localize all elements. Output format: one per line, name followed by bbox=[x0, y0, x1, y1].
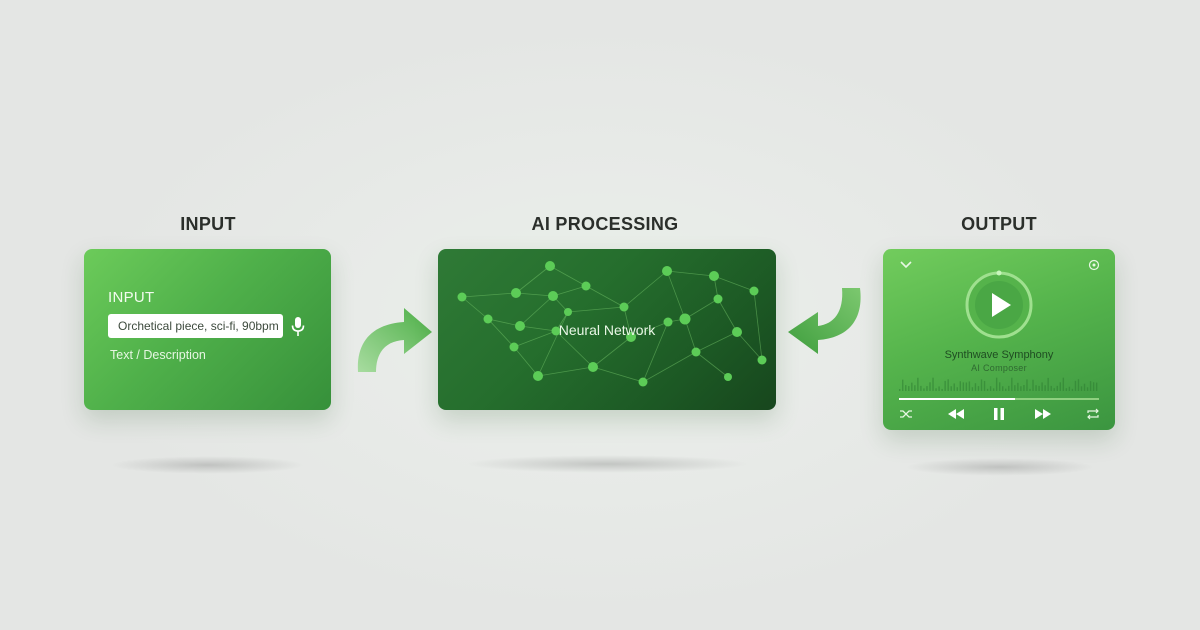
flow-arrow-left-icon bbox=[788, 288, 861, 354]
waveform-bar bbox=[926, 386, 928, 391]
processing-card-shadow bbox=[465, 455, 750, 473]
waveform-bar bbox=[983, 380, 986, 391]
waveform-bar bbox=[1053, 388, 1055, 391]
waveform-bar bbox=[905, 385, 907, 391]
prompt-input[interactable]: Orchetical piece, sci-fi, 90bpm bbox=[108, 314, 283, 338]
waveform-bar bbox=[938, 386, 940, 391]
play-icon bbox=[992, 293, 1011, 317]
waveform-bar bbox=[932, 377, 934, 391]
waveform-bar bbox=[1014, 385, 1016, 391]
progress-track[interactable] bbox=[899, 398, 1099, 400]
rewind-icon[interactable] bbox=[947, 408, 965, 420]
output-stage-title: OUTPUT bbox=[961, 214, 1037, 234]
waveform-bar bbox=[1020, 386, 1022, 391]
waveform-bar bbox=[935, 388, 937, 391]
input-stage-title: INPUT bbox=[180, 214, 236, 234]
fast-forward-icon[interactable] bbox=[1034, 408, 1052, 420]
waveform-bar bbox=[1083, 383, 1086, 391]
waveform-bar bbox=[1059, 382, 1061, 391]
track-title: Synthwave Symphony bbox=[944, 349, 1054, 361]
waveform-bar bbox=[1092, 382, 1095, 391]
processing-card: Neural Network bbox=[438, 249, 776, 410]
repeat-icon[interactable] bbox=[1086, 408, 1100, 420]
waveform-bar bbox=[1095, 382, 1098, 391]
waveform-bar bbox=[1065, 388, 1068, 391]
waveform-bar bbox=[1026, 379, 1028, 391]
waveform-bar bbox=[1011, 377, 1013, 391]
waveform-bar bbox=[995, 377, 998, 391]
waveform-bar bbox=[947, 379, 949, 391]
waveform-bar bbox=[1005, 388, 1007, 391]
waveform-bar bbox=[1008, 385, 1010, 391]
waveform-bar bbox=[1023, 385, 1025, 391]
waveform-bar bbox=[1074, 380, 1077, 391]
chevron-down-icon[interactable] bbox=[899, 259, 913, 271]
input-card-shadow bbox=[110, 456, 305, 474]
waveform-bar bbox=[1035, 385, 1037, 391]
waveform-bar bbox=[1002, 386, 1004, 391]
waveform-bar bbox=[953, 383, 955, 391]
play-button[interactable] bbox=[963, 269, 1035, 341]
input-card-heading: INPUT bbox=[108, 289, 155, 306]
waveform-bar bbox=[908, 386, 910, 391]
waveform-bar bbox=[950, 386, 952, 391]
more-icon[interactable] bbox=[1088, 259, 1100, 271]
waveform-bar bbox=[977, 386, 980, 391]
waveform-bar bbox=[965, 382, 968, 391]
waveform-bar bbox=[917, 377, 919, 391]
waveform-bar bbox=[1068, 386, 1071, 391]
waveform-bar bbox=[902, 379, 904, 391]
waveform-bar bbox=[899, 389, 901, 391]
progress-fill bbox=[899, 398, 1015, 400]
waveform-bar bbox=[1041, 382, 1043, 391]
waveform-bar bbox=[1056, 385, 1058, 391]
waveform-bar bbox=[974, 383, 977, 391]
output-card: Synthwave Symphony AI Composer bbox=[883, 249, 1115, 430]
waveform-bar bbox=[1017, 382, 1019, 391]
waveform-bar bbox=[962, 382, 965, 391]
waveform-bar bbox=[923, 388, 925, 391]
waveform-bar bbox=[989, 386, 992, 391]
waveform-bar bbox=[1044, 385, 1046, 391]
neural-network-label: Neural Network bbox=[558, 322, 656, 338]
waveform bbox=[899, 377, 1098, 391]
waveform-bar bbox=[944, 380, 946, 391]
shuffle-icon[interactable] bbox=[899, 408, 913, 420]
waveform-bar bbox=[941, 388, 943, 391]
waveform-bar bbox=[1089, 381, 1092, 391]
waveform-bar bbox=[959, 381, 961, 391]
waveform-bar bbox=[920, 385, 922, 391]
output-card-shadow bbox=[905, 458, 1095, 476]
waveform-bar bbox=[1080, 386, 1083, 391]
processing-stage-title: AI PROCESSING bbox=[531, 214, 679, 234]
flow-arrow-right-icon bbox=[357, 308, 432, 372]
waveform-bar bbox=[986, 388, 989, 391]
waveform-bar bbox=[1086, 387, 1089, 391]
waveform-bar bbox=[992, 388, 995, 391]
waveform-bar bbox=[956, 387, 958, 391]
waveform-bar bbox=[911, 382, 913, 391]
waveform-bar bbox=[1029, 388, 1031, 391]
waveform-bar bbox=[1077, 379, 1080, 391]
waveform-bar bbox=[1050, 385, 1052, 391]
input-card: INPUT Orchetical piece, sci-fi, 90bpm Te… bbox=[84, 249, 331, 410]
track-artist: AI Composer bbox=[971, 363, 1027, 373]
pause-icon[interactable] bbox=[993, 407, 1005, 421]
waveform-bar bbox=[971, 387, 974, 391]
waveform-bar bbox=[968, 381, 971, 391]
neural-network-graph bbox=[457, 261, 767, 387]
waveform-bar bbox=[998, 382, 1001, 391]
waveform-bar bbox=[914, 385, 916, 391]
waveform-bar bbox=[929, 382, 931, 391]
waveform-bar bbox=[1071, 388, 1074, 391]
waveform-bar bbox=[1032, 379, 1034, 391]
input-caption: Text / Description bbox=[110, 348, 206, 362]
microphone-icon[interactable] bbox=[290, 316, 306, 338]
waveform-bar bbox=[1062, 377, 1065, 391]
waveform-bar bbox=[1038, 385, 1040, 391]
waveform-bar bbox=[980, 379, 983, 391]
waveform-bar bbox=[1047, 377, 1049, 391]
